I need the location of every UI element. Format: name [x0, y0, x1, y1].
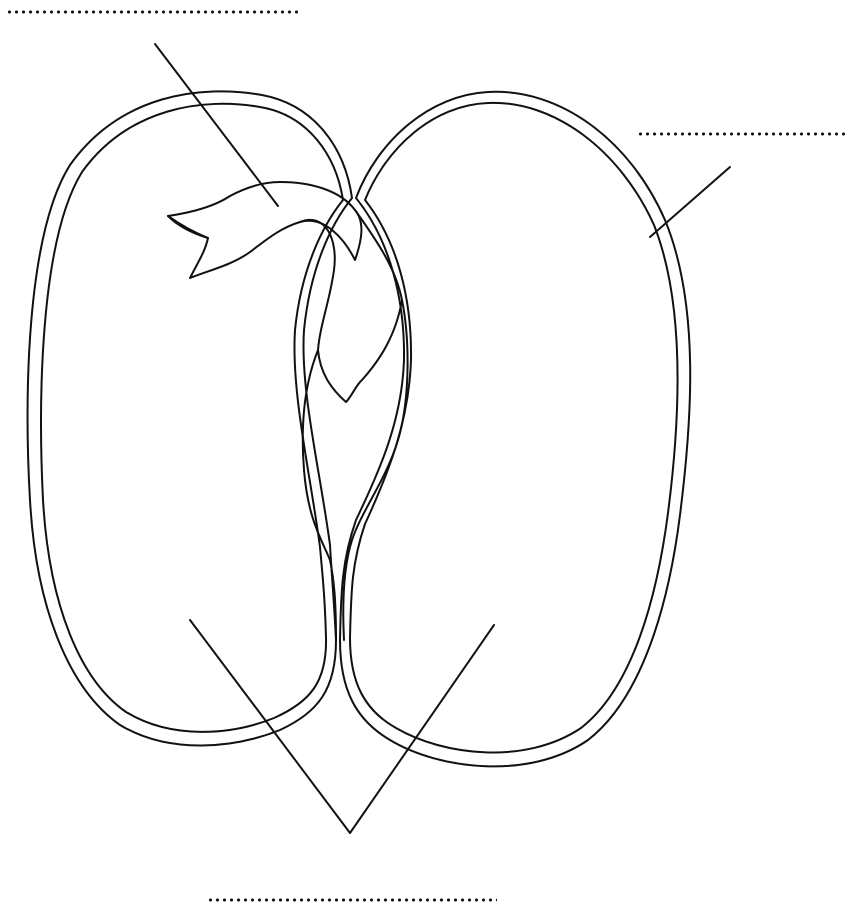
pointer-line-plumule: [155, 44, 278, 206]
pointer-line-seed-coat: [650, 167, 730, 237]
radicle: [300, 210, 402, 402]
hypocotyl-left-edge: [303, 350, 336, 640]
pointer-line-cotyledon-right: [350, 625, 494, 833]
right-cotyledon-inner: [350, 103, 678, 753]
plumule: [168, 182, 361, 278]
left-cotyledon-inner: [41, 104, 343, 732]
